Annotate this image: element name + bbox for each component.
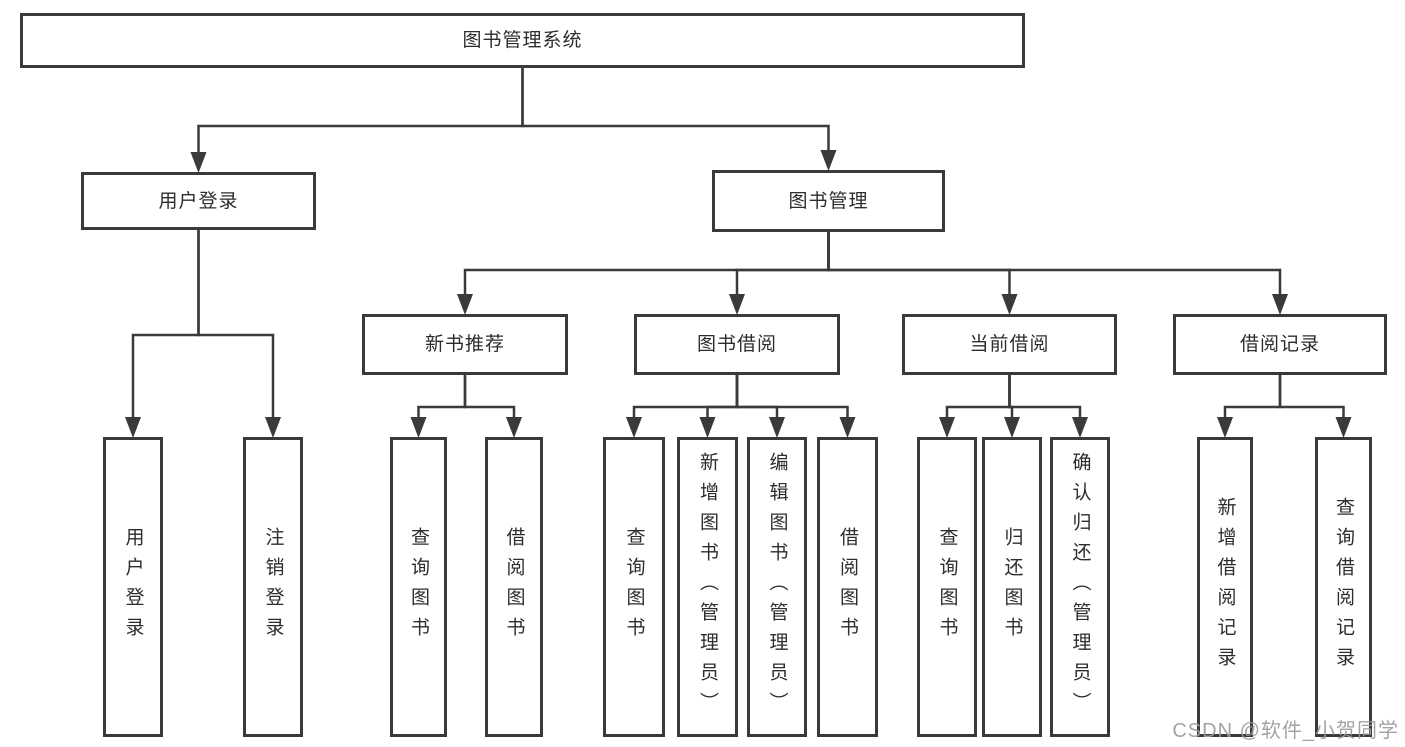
node-label: 查询图书: [623, 527, 645, 647]
node-root: 图书管理系统: [20, 13, 1025, 68]
arrowhead-icon: [1217, 417, 1233, 438]
node-label: 借阅图书: [503, 527, 525, 647]
arrowhead-icon: [820, 150, 837, 171]
edge-root-to-book-mgmt: [521, 68, 830, 152]
edge-current-borrow-to-cb-query-books: [945, 375, 1011, 419]
node-cb-return-books: 归还图书: [982, 437, 1042, 737]
arrowhead-icon: [125, 417, 141, 438]
node-label: 借阅图书: [837, 527, 858, 647]
arrowhead-icon: [699, 417, 716, 438]
node-label: 编辑图书（管理员）: [766, 452, 788, 722]
node-label: 用户登录: [122, 527, 144, 647]
edge-book-mgmt-to-borrow-records: [827, 232, 1282, 296]
node-label: 图书管理系统: [462, 30, 583, 51]
edge-book-borrow-to-bb-add-books: [706, 375, 739, 419]
node-label: 借阅记录: [1239, 334, 1320, 355]
arrowhead-icon: [190, 152, 207, 173]
edge-user-login-to-leaf-logout: [197, 230, 275, 419]
edge-book-mgmt-to-new-book-rec: [463, 232, 830, 296]
node-label: 新书推荐: [424, 334, 505, 355]
arrowhead-icon: [1001, 294, 1018, 315]
node-label: 新增借阅记录: [1214, 497, 1236, 677]
node-bb-borrow-books: 借阅图书: [817, 437, 878, 737]
node-label: 归还图书: [1001, 527, 1023, 647]
node-bb-query-books: 查询图书: [603, 437, 665, 737]
node-bb-add-books: 新增图书（管理员）: [677, 437, 738, 737]
edge-borrow-records-to-br-query-record: [1278, 375, 1345, 419]
node-label: 查询借阅记录: [1333, 497, 1354, 677]
arrowhead-icon: [769, 417, 785, 438]
node-bb-edit-books: 编辑图书（管理员）: [747, 437, 807, 737]
node-label: 图书管理: [788, 190, 869, 212]
node-br-add-record: 新增借阅记录: [1197, 437, 1253, 737]
node-label: 图书借阅: [696, 334, 777, 355]
node-rec-query-books: 查询图书: [390, 437, 447, 737]
edge-current-borrow-to-cb-confirm-return: [1008, 375, 1082, 419]
node-label: 新增图书（管理员）: [697, 452, 718, 722]
arrowhead-icon: [1072, 417, 1088, 438]
arrowhead-icon: [839, 417, 856, 438]
node-br-query-record: 查询借阅记录: [1315, 437, 1372, 737]
node-book-mgmt: 图书管理: [712, 170, 945, 232]
edge-user-login-to-leaf-user-login: [131, 230, 200, 419]
node-rec-borrow-books: 借阅图书: [485, 437, 543, 737]
node-new-book-rec: 新书推荐: [362, 314, 568, 375]
edge-book-borrow-to-bb-borrow-books: [735, 375, 849, 419]
node-user-login: 用户登录: [81, 172, 316, 230]
edge-book-mgmt-to-book-borrow: [735, 232, 830, 296]
edge-borrow-records-to-br-add-record: [1223, 375, 1282, 419]
arrowhead-icon: [1335, 417, 1352, 438]
arrowhead-icon: [939, 417, 955, 438]
arrowhead-icon: [1004, 417, 1020, 438]
node-cb-query-books: 查询图书: [917, 437, 977, 737]
edge-root-to-user-login: [197, 68, 524, 154]
arrowhead-icon: [457, 294, 473, 315]
edge-book-borrow-to-bb-edit-books: [735, 375, 779, 419]
node-label: 确认归还（管理员）: [1069, 452, 1091, 722]
edge-book-borrow-to-bb-query-books: [632, 375, 739, 419]
node-current-borrow: 当前借阅: [902, 314, 1117, 375]
watermark: CSDN @软件_小贺同学: [1172, 720, 1399, 742]
node-book-borrow: 图书借阅: [634, 314, 840, 375]
arrowhead-icon: [729, 294, 745, 315]
node-leaf-logout: 注销登录: [243, 437, 303, 737]
node-label: 用户登录: [158, 190, 239, 212]
arrowhead-icon: [410, 417, 427, 438]
edge-new-book-rec-to-rec-query-books: [417, 375, 467, 419]
arrowhead-icon: [1272, 294, 1288, 315]
arrowhead-icon: [506, 417, 522, 438]
arrowhead-icon: [265, 417, 281, 438]
node-label: 查询图书: [936, 527, 958, 647]
node-cb-confirm-return: 确认归还（管理员）: [1050, 437, 1110, 737]
node-label: 注销登录: [262, 527, 284, 647]
node-label: 查询图书: [408, 527, 429, 647]
node-leaf-user-login: 用户登录: [103, 437, 163, 737]
node-borrow-records: 借阅记录: [1173, 314, 1387, 375]
node-label: 当前借阅: [969, 334, 1050, 355]
edge-book-mgmt-to-current-borrow: [827, 232, 1011, 296]
arrowhead-icon: [626, 417, 642, 438]
edge-new-book-rec-to-rec-borrow-books: [463, 375, 516, 419]
